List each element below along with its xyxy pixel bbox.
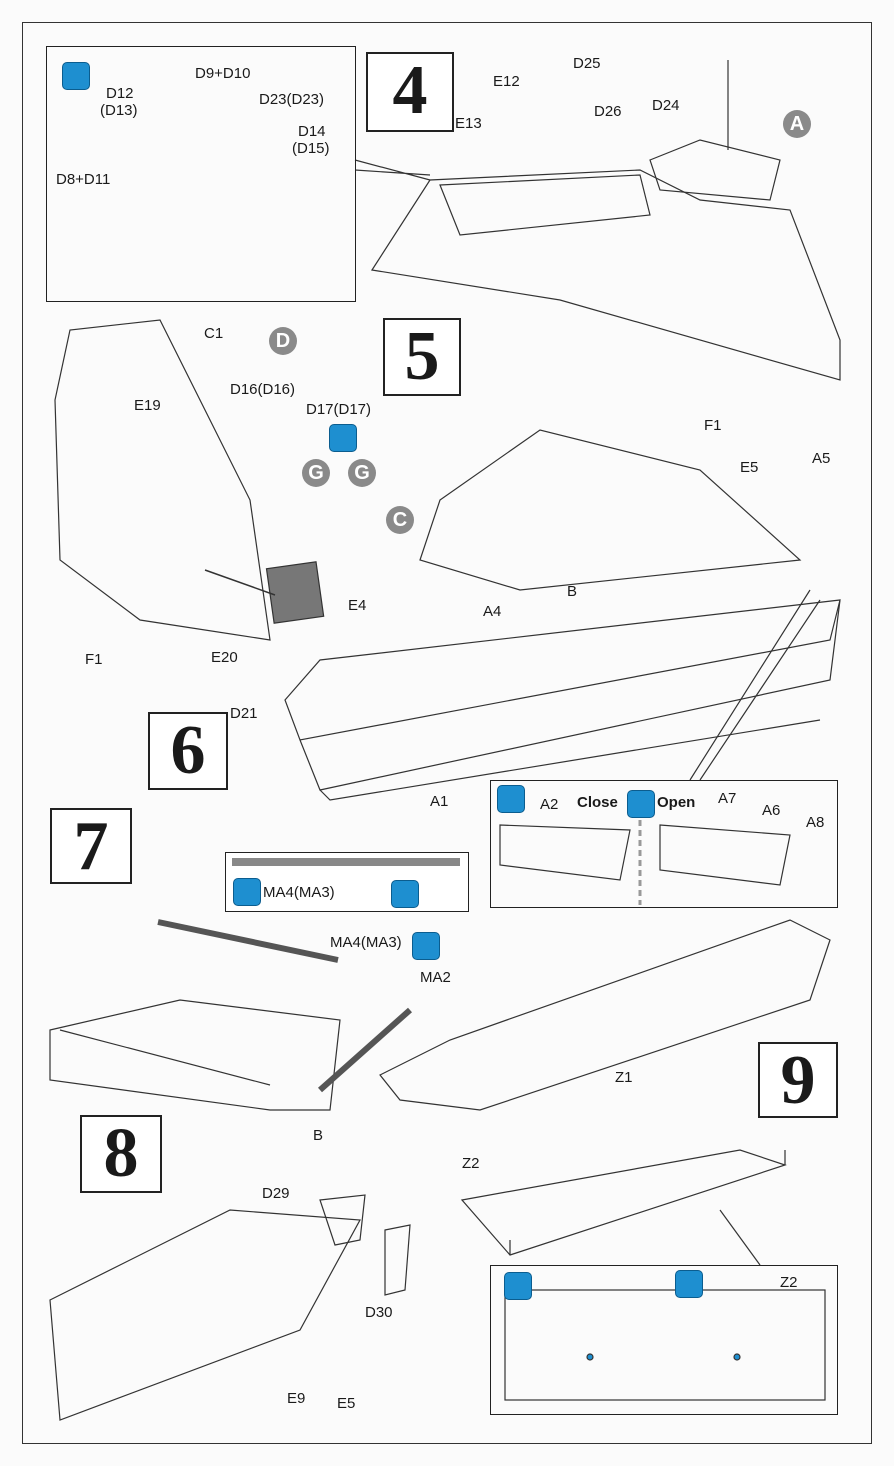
ship-9: [379, 919, 831, 1111]
part-label: E4: [348, 597, 367, 614]
callout-g-alt: G: [348, 459, 376, 487]
part-label: MA2: [420, 969, 451, 986]
part-label: D26: [594, 103, 622, 120]
stern-8: [49, 1209, 361, 1421]
part-label: A7: [718, 790, 737, 807]
part-label: E13: [455, 115, 482, 132]
step-number-7: 7: [50, 808, 132, 884]
glue-icon: [497, 785, 525, 813]
part-label: D29: [262, 1185, 290, 1202]
callout-c: C: [386, 506, 414, 534]
callout-g: G: [302, 459, 330, 487]
step4-detail-inset: [46, 46, 356, 302]
option-swap-icon: [329, 424, 357, 452]
step-number-6: 6: [148, 712, 228, 790]
part-label: MA4(MA3): [330, 934, 402, 951]
part-label: E9: [287, 1390, 306, 1407]
part-label: Z1: [615, 1069, 633, 1086]
drill-icon: [675, 1270, 703, 1298]
part-label: F1: [704, 417, 722, 434]
door-option-inset: [490, 780, 838, 908]
part-label: F1: [85, 651, 103, 668]
part-label: A2: [540, 796, 559, 813]
callout-a: A: [783, 110, 811, 138]
part-label: (D13): [100, 102, 138, 119]
hull-6: [284, 599, 841, 741]
part-label: D8+D11: [56, 171, 111, 188]
option-open-label: Open: [657, 794, 696, 811]
part-label: A1: [430, 793, 449, 810]
part-label: MA4(MA3): [263, 884, 335, 901]
step-number-4: 4: [366, 52, 454, 132]
part-label: D23(D23): [259, 91, 325, 108]
part-label: B: [313, 1127, 324, 1144]
part-label: Z2: [780, 1274, 798, 1291]
part-label: A5: [812, 450, 831, 467]
part-label: D16(D16): [230, 381, 296, 398]
option-close-label: Close: [577, 794, 618, 811]
part-label: B: [567, 583, 578, 600]
glue-icon: [233, 878, 261, 906]
part-label: D24: [652, 97, 680, 114]
upward-icon: [391, 880, 419, 908]
stand-bottom-inset: [490, 1265, 838, 1415]
part-label: E19: [134, 397, 161, 414]
part-label: C1: [204, 325, 224, 342]
part-label: (D15): [292, 140, 330, 157]
part-label: D21: [230, 705, 258, 722]
option-swap-icon: [627, 790, 655, 818]
superstructure-4: [370, 169, 841, 381]
step-number-8: 8: [80, 1115, 162, 1193]
step-number-5: 5: [383, 318, 461, 396]
part-label: A6: [762, 802, 781, 819]
part-label: E20: [211, 649, 238, 666]
glue-icon: [62, 62, 90, 90]
part-label: Z2: [462, 1155, 480, 1172]
part-label: E5: [337, 1395, 356, 1412]
part-label: A4: [483, 603, 502, 620]
part-label: D14: [298, 123, 326, 140]
decal-water-icon: [412, 932, 440, 960]
stand-z2: [460, 1149, 787, 1256]
glue-icon: [504, 1272, 532, 1300]
part-label: D17(D17): [306, 401, 372, 418]
part-label: E5: [740, 459, 759, 476]
part-label: E12: [493, 73, 520, 90]
page-border: [22, 22, 872, 1444]
part-label: A8: [806, 814, 825, 831]
part-label: D25: [573, 55, 601, 72]
photo-etch-strip: [232, 858, 460, 866]
part-label: D12: [106, 85, 134, 102]
stern-7: [49, 999, 341, 1111]
part-label: D30: [365, 1304, 393, 1321]
callout-d: D: [269, 327, 297, 355]
step-number-9: 9: [758, 1042, 838, 1118]
superstructure-5: [54, 319, 271, 641]
part-label: D9+D10: [195, 65, 251, 82]
